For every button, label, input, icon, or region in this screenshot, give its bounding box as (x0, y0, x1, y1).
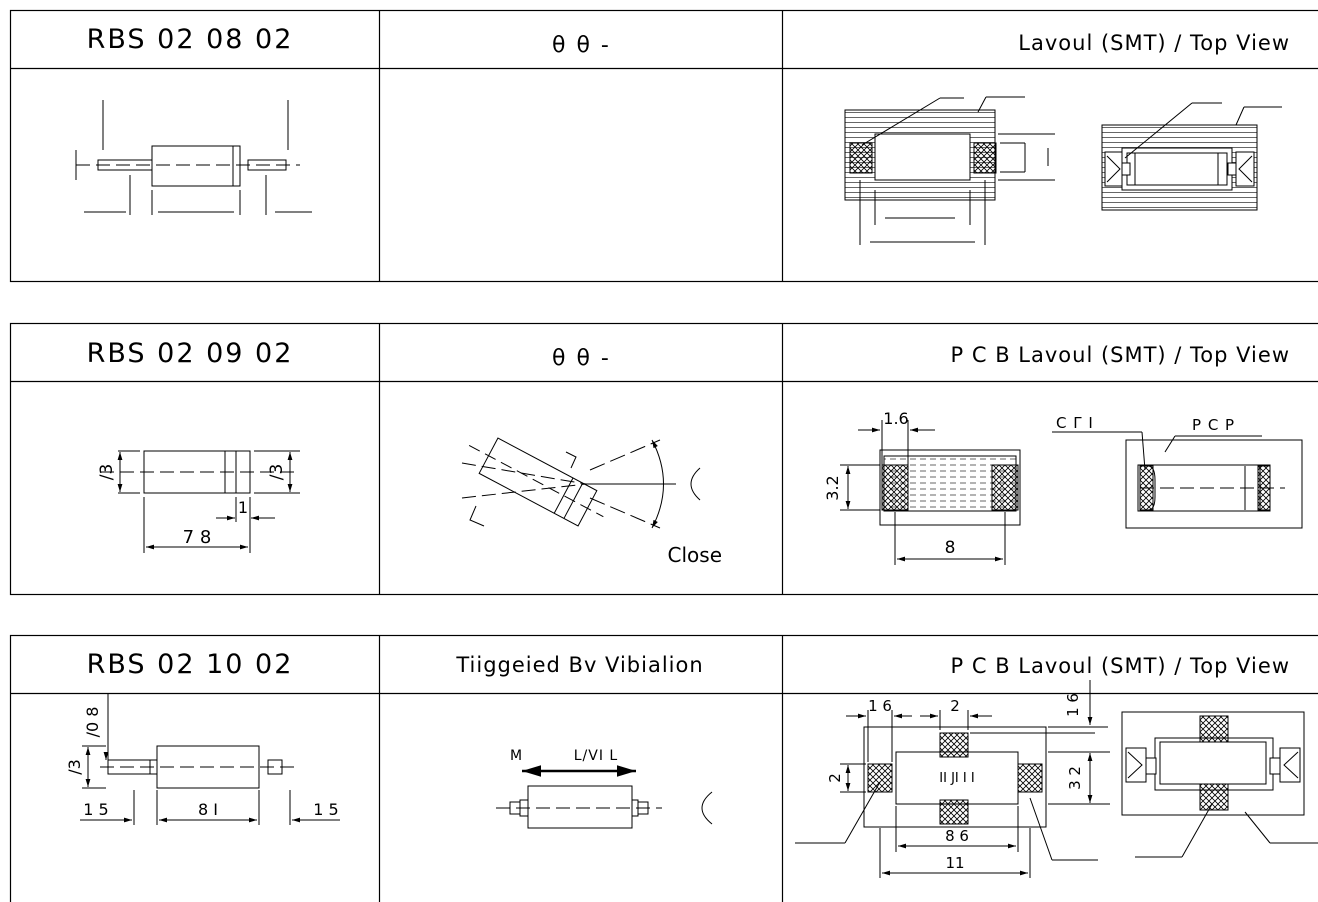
block-1-middle-header: θ θ - (552, 33, 611, 58)
b3-dim-lead-right: 1 5 (313, 800, 338, 819)
block-2-tilt-view (461, 437, 701, 529)
block-3-right-header: P C B Lavoul (SMT) / Top View (951, 654, 1290, 678)
block-2-frame (9, 322, 1318, 596)
b2-left-callout: C Γ I (1056, 414, 1094, 432)
block-3-model: RBS 02 10 02 (87, 649, 294, 680)
block-3-side-view (80, 693, 340, 825)
b3-dim-pad-gap: 2 (950, 697, 960, 715)
b2-dim-pad-height: 3.2 (823, 475, 842, 500)
b3-dim-outer-span: 11 (945, 854, 964, 872)
b3-inside-text: II JI I I (939, 771, 974, 786)
b3-dim-lead-top: /0 8 (83, 707, 102, 738)
b3-label-m: M (510, 748, 522, 764)
block-3-middle-header: Tiiggeied Bv Vibialion (455, 653, 703, 677)
b2-right-callout: P C P (1192, 416, 1235, 434)
b2-dim-height-right: /3 (267, 464, 287, 481)
block-3-frame (9, 634, 1318, 902)
b2-dim-length: 7 8 (183, 527, 212, 548)
block-2-side-view (100, 450, 300, 553)
b2-dim-offset: 1 (238, 498, 248, 517)
b2-dim-height-left: /3 (97, 464, 117, 481)
b3-dim-pad-height: 2 (826, 773, 844, 783)
block-1-right-header: Lavoul (SMT) / Top View (1018, 31, 1290, 55)
b3-dim-body: 8 I (198, 800, 218, 819)
b3-dim-inner-span: 8 6 (945, 827, 969, 845)
b2-state-label: Close (668, 543, 722, 567)
b3-dim-right-height: 3 2 (1066, 766, 1084, 790)
b3-dim-lead-left: 1 5 (83, 800, 108, 819)
block-1-model: RBS 02 08 02 (87, 24, 294, 55)
block-1-side-view (75, 100, 312, 215)
block-2-model: RBS 02 09 02 (87, 338, 294, 369)
dimension-texts: /3 /3 1 7 8 Close 1.6 3.2 8 C Γ I P C P … (65, 409, 1235, 872)
block-1-frame (9, 9, 1318, 283)
block-3-pcb-layout (795, 680, 1318, 878)
b3-dim-height: /3 (65, 759, 84, 775)
b3-label-mv: L/VI L (574, 748, 618, 764)
b3-dim-top-offset: 1 6 (1064, 693, 1082, 717)
block-2-middle-header: θ θ - (552, 346, 611, 371)
block-2-right-header: P C B Lavoul (SMT) / Top View (951, 343, 1290, 367)
b2-dim-pad-width: 1.6 (883, 409, 908, 428)
b2-dim-span: 8 (945, 538, 956, 558)
block-1-pcb-layout (844, 96, 1282, 245)
b3-dim-pad-width: 1 6 (868, 697, 892, 715)
block-2-pcb-layout (840, 420, 1303, 565)
header-texts: RBS 02 08 02 θ θ - Lavoul (SMT) / Top Vi… (87, 24, 1290, 680)
block-3-vibration-view (496, 765, 713, 829)
